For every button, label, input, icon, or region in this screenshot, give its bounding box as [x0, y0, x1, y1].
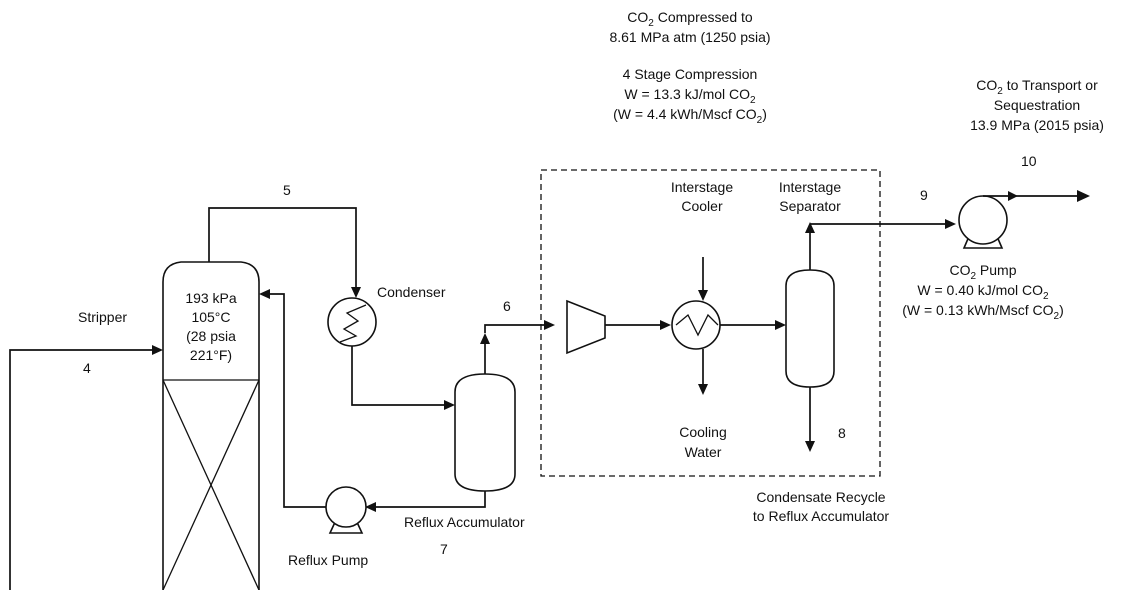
- reflux-accumulator-label: Reflux Accumulator: [404, 514, 525, 530]
- co2-pump-work-kj: W = 0.40 kJ/mol CO2: [917, 282, 1049, 302]
- stream-5-line: [208, 207, 361, 298]
- transport-pressure: 13.9 MPa (2015 psia): [970, 117, 1104, 133]
- stage-compression-work-kwh: (W = 4.4 kWh/Mscf CO2): [613, 106, 767, 126]
- compressed-pressure: 8.61 MPa atm (1250 psia): [609, 29, 770, 45]
- stripper-column: [162, 261, 260, 590]
- interstage-separator-vessel: [785, 269, 835, 388]
- compressor-symbol: [566, 299, 606, 355]
- stream-10-line: [983, 190, 1090, 202]
- stage-compression-work-kj: W = 13.3 kJ/mol CO2: [624, 86, 756, 106]
- reflux-accumulator-vessel: [454, 373, 516, 492]
- stream-9-line: [805, 219, 956, 270]
- condensate-recycle-label-2: to Reflux Accumulator: [753, 508, 890, 524]
- stream-6-line: [480, 320, 555, 374]
- cooling-water-in-line: [698, 257, 708, 301]
- cooler-to-separator-line: [720, 320, 786, 330]
- stripper-temperature: 105°C: [191, 309, 230, 325]
- condenser-label: Condenser: [377, 284, 446, 300]
- stripper-temperature-f: 221°F): [190, 347, 232, 363]
- interstage-separator-label-2: Separator: [779, 198, 841, 214]
- stream-6-label: 6: [503, 298, 511, 314]
- stripper-pressure: 193 kPa: [185, 290, 237, 306]
- reflux-return-line: [259, 289, 326, 508]
- stage-compression-title: 4 Stage Compression: [623, 66, 758, 82]
- reflux-pump-label: Reflux Pump: [288, 552, 368, 568]
- transport-heading: CO2 to Transport or: [976, 77, 1098, 97]
- interstage-cooler-symbol: [671, 300, 721, 350]
- reflux-pump-symbol: [325, 486, 367, 534]
- condensate-recycle-label-1: Condensate Recycle: [756, 489, 885, 505]
- stream-4-label: 4: [83, 360, 91, 376]
- stream-8-label: 8: [838, 425, 846, 441]
- co2-pump-label: CO2 Pump: [949, 262, 1016, 282]
- stripper-pressure-psia: (28 psia: [186, 328, 236, 344]
- compressed-to-heading: CO2 Compressed to: [627, 9, 753, 29]
- stripper-label: Stripper: [78, 309, 127, 325]
- co2-pump-symbol: [958, 195, 1008, 249]
- stream-8-line: [805, 387, 815, 452]
- accumulator-bottoms-line: [365, 491, 486, 512]
- stream-4-line: [9, 345, 163, 590]
- condenser-outlet-line: [351, 346, 455, 410]
- stream-9-label: 9: [920, 187, 928, 203]
- co2-pump-work-kwh: (W = 0.13 kWh/Mscf CO2): [902, 302, 1064, 322]
- compression-boundary: [540, 169, 881, 477]
- transport-sequestration: Sequestration: [994, 97, 1080, 113]
- cooling-water-label-2: Water: [685, 444, 722, 460]
- stream-7-label: 7: [440, 541, 448, 557]
- cooling-water-out-line: [698, 349, 708, 395]
- cooling-water-label-1: Cooling: [679, 424, 726, 440]
- interstage-cooler-label-1: Interstage: [671, 179, 733, 195]
- compressor-to-cooler-line: [605, 320, 671, 330]
- interstage-separator-label-1: Interstage: [779, 179, 841, 195]
- stream-10-label: 10: [1021, 153, 1037, 169]
- condenser-symbol: [327, 297, 377, 347]
- stream-5-label: 5: [283, 182, 291, 198]
- interstage-cooler-label-2: Cooler: [681, 198, 723, 214]
